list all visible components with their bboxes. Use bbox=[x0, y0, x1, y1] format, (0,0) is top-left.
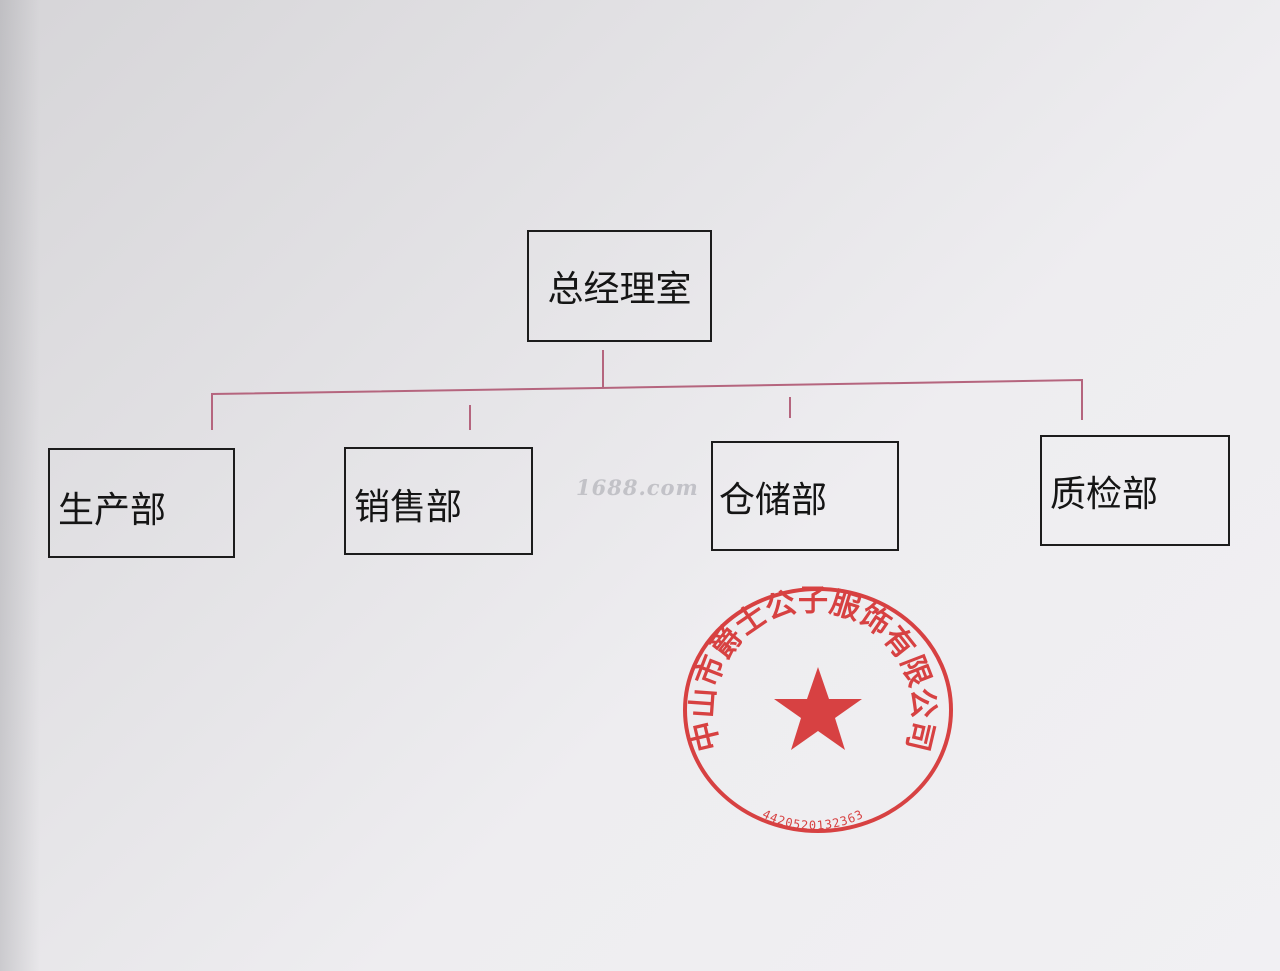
general-manager-office-box: 总经理室 bbox=[527, 230, 712, 342]
storage-department-box: 仓储部 bbox=[711, 441, 899, 551]
star-icon bbox=[774, 667, 862, 750]
quality-inspection-department-box: 质检部 bbox=[1040, 435, 1230, 546]
watermark-text: 1688.com bbox=[576, 475, 699, 500]
production-department-box: 生产部 bbox=[48, 448, 235, 558]
sales-department-label: 销售部 bbox=[354, 487, 463, 528]
production-department-label: 生产部 bbox=[58, 490, 167, 531]
storage-department-label: 仓储部 bbox=[719, 480, 828, 521]
company-seal-stamp: 中山市爵士公子服饰有限公司 4420520132363 bbox=[683, 585, 953, 833]
seal-outer-ring bbox=[683, 587, 953, 833]
connector-horizontal-bar bbox=[211, 378, 1083, 430]
general-manager-office-label: 总经理室 bbox=[547, 269, 692, 310]
paper-shadow bbox=[0, 0, 40, 971]
sales-department-box: 销售部 bbox=[344, 447, 533, 555]
quality-inspection-department-label: 质检部 bbox=[1050, 473, 1159, 515]
